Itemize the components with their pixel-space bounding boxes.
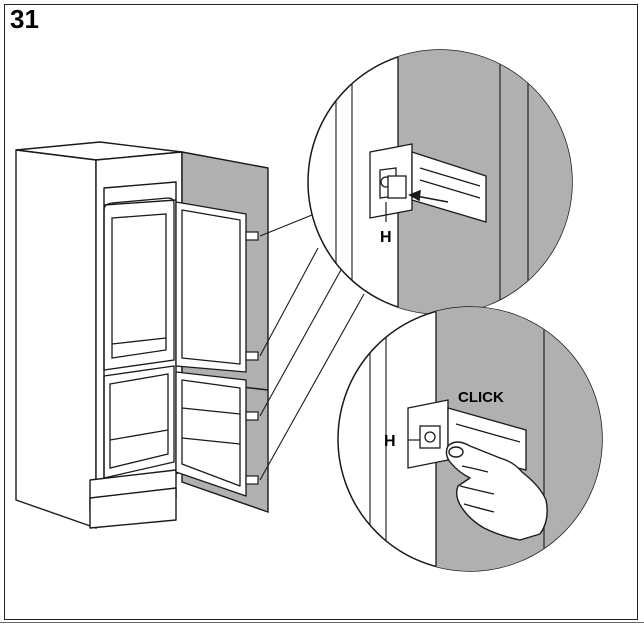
top-slide-arrow-icon	[408, 189, 449, 203]
fridge-compartment	[103, 197, 175, 479]
door-brackets	[245, 231, 259, 485]
fridge-door	[175, 201, 247, 373]
bracket-4	[245, 475, 259, 485]
top-clip-h	[387, 175, 407, 199]
callout-line-2	[259, 247, 319, 357]
bottom-rule	[0, 622, 644, 623]
cabinet-top-trim	[103, 199, 177, 206]
bottom-button-icon	[424, 431, 436, 443]
refrigerator-cabinet	[15, 141, 183, 529]
freezer-door-shelf-2	[181, 437, 241, 445]
bottom-part-label-h: H	[384, 433, 396, 450]
freezer-shelf	[109, 429, 169, 441]
top-part-label-h: H	[380, 229, 392, 246]
freezer-door	[175, 371, 247, 497]
freezer-door-shelf-1	[181, 407, 241, 415]
step-number: 31	[10, 4, 39, 34]
fridge-shelf	[111, 337, 167, 345]
top-slider-rail	[411, 151, 487, 223]
hand-press-icon	[445, 441, 548, 541]
callout-line-3	[259, 267, 343, 417]
bracket-3	[245, 411, 259, 421]
appliance-doors	[175, 201, 247, 497]
cabinet-left-side	[15, 149, 97, 529]
freezer-outer	[103, 365, 175, 479]
cabinet-cavity	[103, 181, 177, 491]
click-label: CLICK	[458, 389, 504, 406]
fridge-door-inner	[181, 209, 241, 365]
callout-line-1	[259, 214, 313, 237]
callout-lines	[259, 214, 365, 481]
top-bracket-hardware	[369, 143, 487, 223]
freezer-door-inner	[181, 379, 241, 487]
diagram-frame	[4, 4, 638, 620]
fridge-outer	[103, 197, 175, 371]
bracket-1	[245, 231, 259, 241]
detail-bottom: H CLICK	[337, 306, 603, 572]
callout-line-4	[259, 293, 365, 481]
cabinet-base	[89, 487, 177, 529]
bracket-2	[245, 351, 259, 361]
detail-top: H	[307, 49, 573, 315]
fridge-inner	[111, 213, 167, 359]
